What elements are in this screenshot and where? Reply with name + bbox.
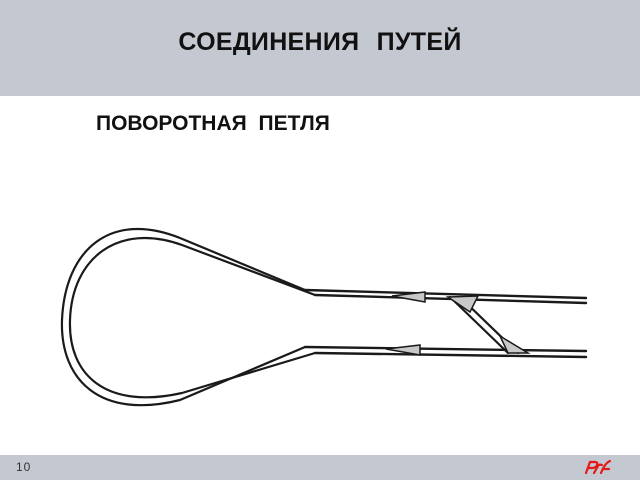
switch-right-upper [445, 295, 480, 314]
footer-band [0, 455, 640, 480]
lower-track [303, 345, 588, 359]
switch-right-lower [498, 334, 531, 354]
rzd-logo-icon [584, 459, 612, 475]
upper-track [303, 288, 588, 305]
switch-left-upper [391, 291, 426, 303]
loop-track-inner [68, 236, 317, 399]
switch-left-lower [385, 344, 421, 356]
header-band [0, 0, 640, 96]
diagram-subtitle: ПОВОРОТНАЯ ПЕТЛЯ [96, 112, 330, 135]
loop-track-outer [60, 227, 307, 407]
page-number: 10 [16, 460, 32, 474]
slide-title: СОЕДИНЕНИЯ ПУТЕЙ [178, 28, 462, 56]
